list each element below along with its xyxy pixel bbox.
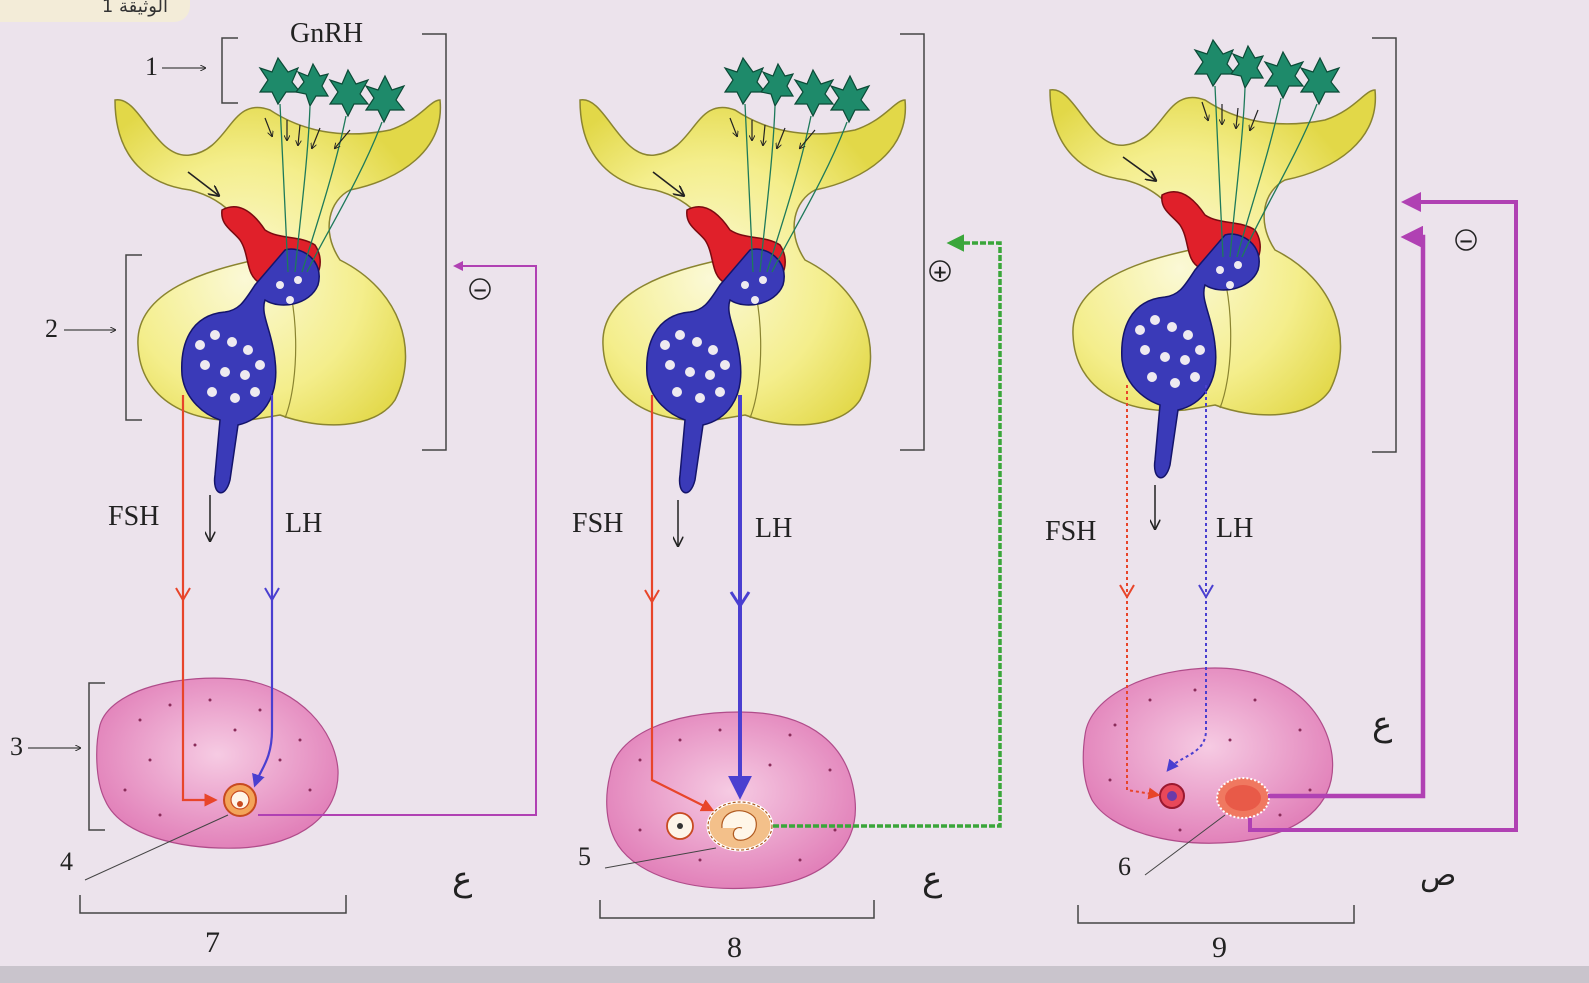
regressing-follicle <box>1160 784 1184 808</box>
panel-8: 5 FSH LH ع 8 + <box>572 34 1000 964</box>
label-ain-8: ع <box>922 859 942 899</box>
panel-7: GnRH 1 2 3 4 FSH LH ع 7 − <box>10 18 536 959</box>
label-fsh-7: FSH <box>108 501 159 532</box>
label-ain-7: ع <box>452 859 472 899</box>
label-lh-9: LH <box>1216 513 1253 544</box>
label-9: 9 <box>1212 931 1227 964</box>
minus-sign-9: − <box>1456 230 1476 252</box>
bracket-9 <box>1078 905 1354 923</box>
label-fsh-8: FSH <box>572 508 623 539</box>
gnrh-neurons <box>1195 40 1339 104</box>
follicle-primary <box>224 784 256 816</box>
label-lh-8: LH <box>755 513 792 544</box>
plus-sign-8: + <box>930 261 950 283</box>
bracket-hypothalamus-pituitary <box>900 34 924 450</box>
minus-sign-7: − <box>470 279 490 301</box>
bracket-1 <box>222 38 238 103</box>
corpus-luteum <box>1217 778 1269 818</box>
ovary <box>607 712 856 888</box>
gnrh-neurons <box>260 58 404 122</box>
svg-text:+: + <box>932 262 947 283</box>
label-ain-9: ع <box>1372 704 1392 744</box>
small-follicle <box>667 813 693 839</box>
label-fsh-9: FSH <box>1045 516 1096 547</box>
label-3: 3 <box>10 732 23 761</box>
ovary <box>1083 668 1332 843</box>
label-4: 4 <box>60 847 73 876</box>
label-1: 1 <box>145 52 158 81</box>
bracket-7 <box>80 895 346 913</box>
label-8: 8 <box>727 931 742 964</box>
label-sad-9: ص <box>1420 858 1456 893</box>
mature-follicle <box>708 802 772 850</box>
bracket-8 <box>600 900 874 918</box>
label-lh-7: LH <box>285 508 322 539</box>
label-2: 2 <box>45 314 58 343</box>
label-7: 7 <box>205 926 220 959</box>
label-gnrh: GnRH <box>290 18 363 49</box>
svg-text:−: − <box>472 280 487 301</box>
label-5: 5 <box>578 842 591 871</box>
bracket-hypothalamus-pituitary <box>422 34 446 450</box>
ovary <box>97 678 338 848</box>
gnrh-neurons <box>725 58 869 122</box>
panel-9: 6 FSH LH ع ص 9 − <box>1045 38 1516 964</box>
svg-text:−: − <box>1458 231 1473 252</box>
label-6: 6 <box>1118 852 1131 881</box>
